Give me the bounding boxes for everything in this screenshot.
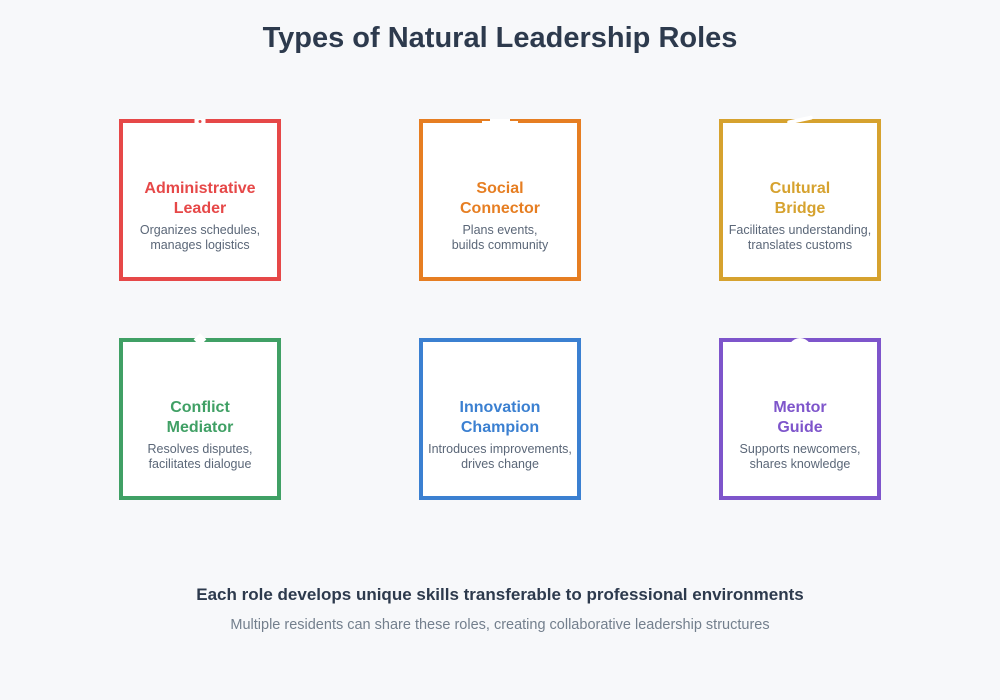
role-card-cultural-bridge: Cultural Bridge Facilitates understandin… [719,115,881,281]
card-description: Introduces improvements, drives change [428,442,572,471]
card-description: Plans events, builds community [451,223,549,252]
card-description: Supports newcomers, shares knowledge [739,442,861,471]
role-card-conflict-mediator: Conflict Mediator Resolves disputes, fac… [119,333,281,500]
card-description: Organizes schedules, manages logistics [139,223,261,252]
card-description: Resolves disputes, facilitates dialogue [147,442,253,471]
missing-glyph-icon [786,338,814,356]
card-title: Administrative Leader [144,180,256,217]
footer-subtext: Multiple residents can share these roles… [230,617,770,633]
missing-glyph-icon [193,333,207,346]
card-title: Innovation Champion [459,399,541,436]
card-title: Mentor Guide [773,399,827,436]
missing-glyph-icon [482,119,518,124]
role-card-innovation-champion: Innovation Champion Introduces improveme… [419,338,581,500]
card-title: Cultural Bridge [769,180,831,217]
card-title: Conflict Mediator [166,399,234,436]
missing-glyph-icon [194,119,206,127]
page-title: Types of Natural Leadership Roles [262,22,738,54]
role-card-administrative-leader: Administrative Leader Organizes schedule… [119,119,281,281]
footer-heading: Each role develops unique skills transfe… [196,585,804,604]
role-card-mentor-guide: Mentor Guide Supports newcomers, shares … [719,338,881,500]
missing-glyph-icon [786,115,814,125]
card-description: Facilitates understanding, translates cu… [728,223,872,252]
role-card-social-connector: Social Connector Plans events, builds co… [419,119,581,281]
card-title: Social Connector [460,180,540,217]
glyph-dot [198,120,202,123]
